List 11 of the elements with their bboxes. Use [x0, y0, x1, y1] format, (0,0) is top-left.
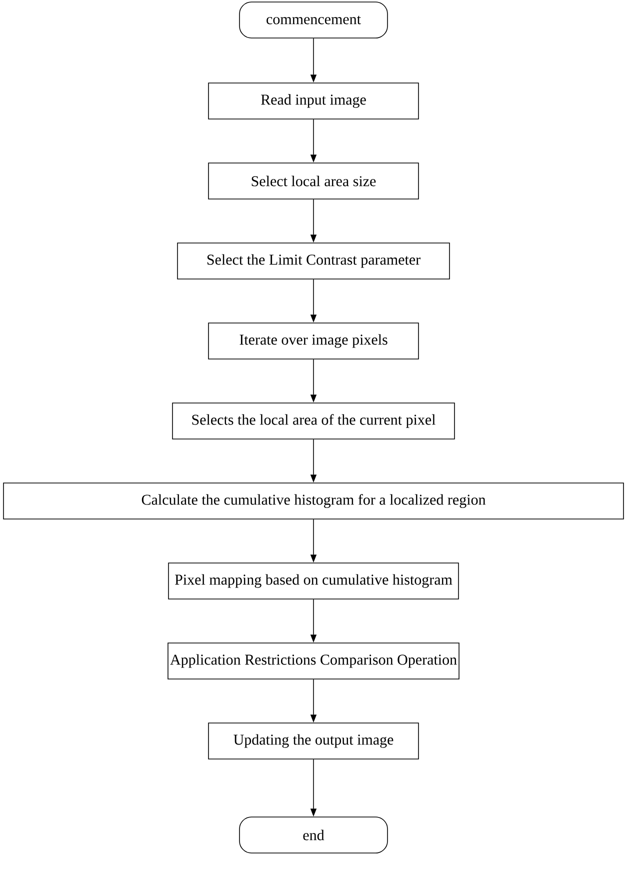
process-box: Calculate the cumulative histogram for a localized region	[3, 482, 624, 520]
process-box: Application Restrictions Comparison Operation	[168, 642, 460, 680]
process-box: Pixel mapping based on cumulative histogram	[168, 562, 459, 600]
process-box: Select local area size	[208, 162, 419, 200]
terminal-box: commencement	[239, 2, 388, 38]
terminal-box: end	[239, 816, 388, 854]
process-box: Updating the output image	[208, 722, 419, 760]
process-box: Selects the local area of the current pixel	[172, 402, 455, 440]
process-box: Read input image	[208, 82, 419, 120]
process-box: Iterate over image pixels	[208, 322, 419, 360]
process-box: Select the Limit Contrast parameter	[177, 242, 450, 280]
